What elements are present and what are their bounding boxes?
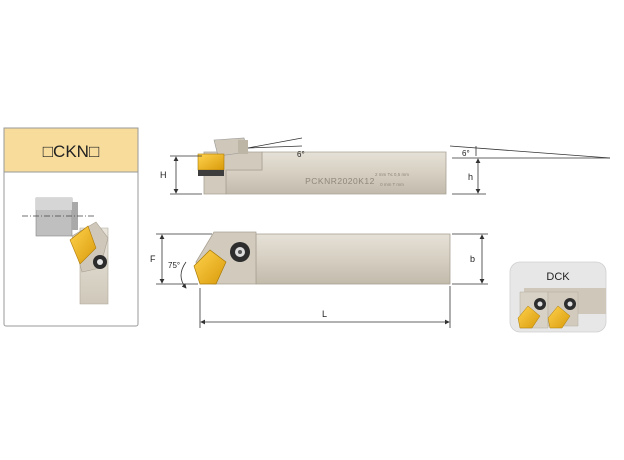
angle-top-label: 6° bbox=[297, 150, 305, 159]
F-label: F bbox=[150, 254, 156, 264]
h-label: h bbox=[468, 172, 473, 182]
dck-insert-left bbox=[517, 305, 541, 329]
dck-title: DCK bbox=[546, 271, 570, 283]
L-label: L bbox=[322, 309, 327, 319]
tool-code-marking: PCKNR2020K12 bbox=[305, 176, 375, 186]
tool-marking-line-1: 2 mm T≤ 0,5 mm bbox=[375, 172, 409, 177]
clamp-screw-socket bbox=[238, 250, 242, 254]
tool-plan-view: F 75° b L bbox=[150, 231, 488, 328]
b-label: b bbox=[470, 254, 475, 264]
tool-marking-line-2: 0 mm T mm bbox=[380, 182, 404, 187]
mini-clamp-screw-center bbox=[97, 259, 103, 265]
angle-top-ref-line bbox=[247, 145, 303, 149]
tool-shank-plan bbox=[255, 233, 451, 285]
approach-angle-arc bbox=[180, 261, 187, 289]
side-panel: □CKN□ bbox=[3, 127, 139, 327]
tool-top-view: PCKNR2020K12 2 mm T≤ 0,5 mm 0 mm T mm 6°… bbox=[160, 137, 447, 195]
side-panel-title: □CKN□ bbox=[43, 142, 99, 161]
angle-end-label: 6° bbox=[462, 149, 470, 158]
workpiece-highlight bbox=[36, 198, 72, 210]
mini-insert bbox=[69, 225, 97, 265]
H-label: H bbox=[160, 170, 167, 180]
dck-screw-right-center bbox=[567, 301, 573, 307]
side-panel-schematic bbox=[22, 197, 109, 305]
dck-insert-right bbox=[547, 305, 571, 329]
insert-plan-view bbox=[193, 249, 227, 285]
approach-angle-label: 75° bbox=[168, 261, 180, 270]
angle-top-incline-line bbox=[247, 137, 303, 149]
insert-shim bbox=[198, 170, 224, 176]
side-panel-header bbox=[3, 127, 139, 173]
end-view-rake-line bbox=[449, 145, 611, 159]
tool-end-view: h 6° bbox=[449, 145, 611, 195]
clamp-lever bbox=[238, 140, 248, 154]
dck-screw-left-center bbox=[537, 301, 543, 307]
dck-box: DCK bbox=[509, 261, 607, 333]
